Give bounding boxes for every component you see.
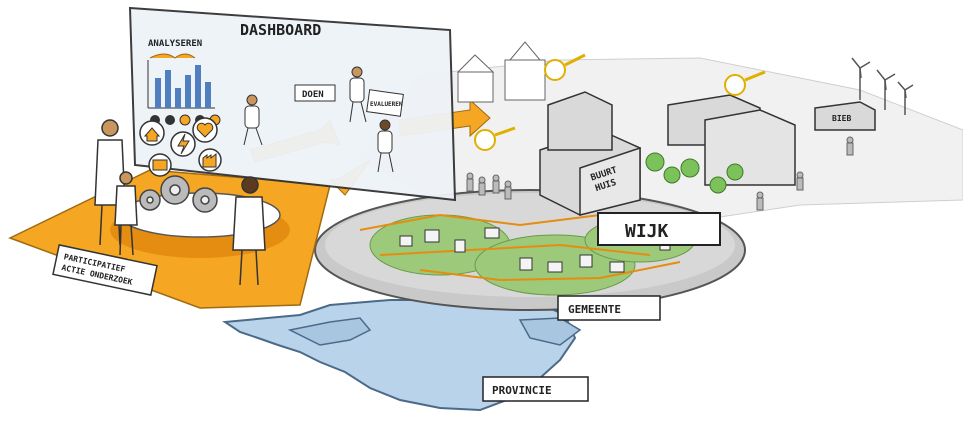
trees <box>645 152 744 194</box>
platform-person-2 <box>114 171 138 256</box>
wijk-label-text: WIJK <box>625 221 669 242</box>
bieb-label: BIEB <box>832 114 851 123</box>
key-icon <box>474 53 766 151</box>
heart-icon <box>192 117 218 143</box>
gemeente-label: GEMEENTE <box>557 295 661 321</box>
provincie-label-text: PROVINCIE <box>492 384 552 397</box>
pao-label: PARTICIPATIEF ACTIE ONDERZOEK <box>52 244 158 296</box>
wind-turbine-icon <box>851 57 914 115</box>
provincie-label: PROVINCIE <box>482 376 589 402</box>
gear-icon <box>139 175 218 213</box>
buurthuis: BUURT HUIS <box>539 129 641 216</box>
bieb-building: BIEB <box>814 101 876 131</box>
evalueren-label: EVALUEREN <box>370 101 403 108</box>
wijk-label: WIJK <box>597 212 721 246</box>
building-office <box>667 94 796 186</box>
residents <box>466 136 854 211</box>
dashboard-person-2 <box>349 66 367 123</box>
analyseren-label: ANALYSEREN <box>148 39 202 49</box>
gemeente-map <box>314 189 746 311</box>
doen-label: DOEN <box>302 90 324 100</box>
lightning-icon <box>170 131 196 157</box>
building-tall <box>547 91 613 151</box>
folder-icon <box>148 153 172 177</box>
factory-icon <box>198 148 222 172</box>
gemeente-label-text: GEMEENTE <box>568 303 621 316</box>
dashboard-panel: DASHBOARD ANALYSEREN DOEN EVALUEREN <box>128 6 457 202</box>
platform-person-3 <box>232 176 266 286</box>
dashboard-person-1 <box>243 94 263 146</box>
evalueren-sign <box>366 89 404 117</box>
doen-sign <box>294 84 336 102</box>
home-icon <box>139 120 165 146</box>
dashboard-bar-chart <box>147 53 215 109</box>
church <box>456 41 546 103</box>
dashboard-person-3 <box>377 119 394 173</box>
dashboard-title: DASHBOARD <box>240 21 321 39</box>
